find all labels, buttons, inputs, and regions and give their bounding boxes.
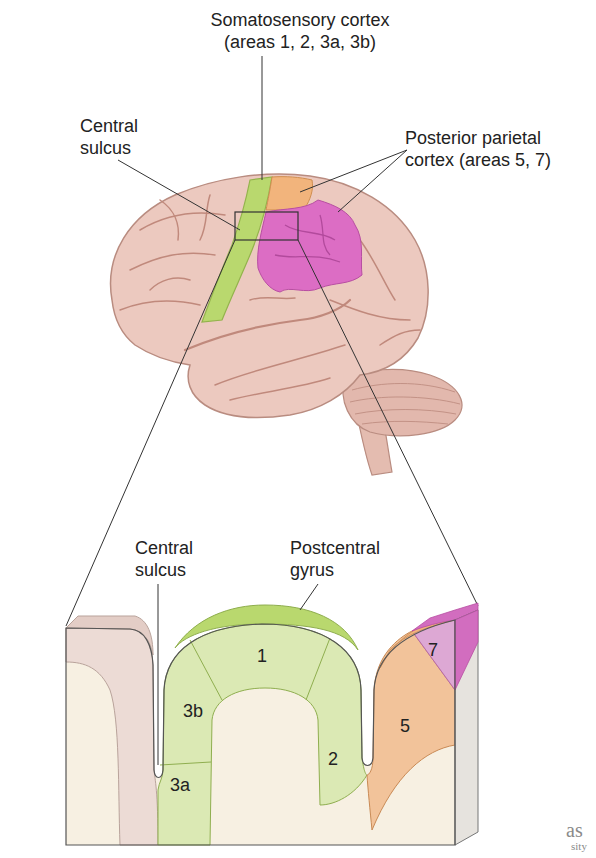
area-borders <box>160 638 330 765</box>
postcentral-cortex <box>158 624 367 845</box>
leader-line <box>262 56 263 180</box>
cerebellum <box>343 369 462 435</box>
sulcus-line <box>150 278 190 290</box>
sulcus-line <box>200 195 210 240</box>
gyrus-surface <box>175 605 358 650</box>
sulcus-line <box>380 330 420 345</box>
area-number: 3a <box>160 775 200 797</box>
area-border <box>190 640 222 700</box>
sulcus-line <box>360 240 395 300</box>
area-number: 2 <box>313 749 353 771</box>
sulcus-line <box>230 378 330 400</box>
structure-label: Postcentral gyrus <box>290 538 400 581</box>
sulcus-line <box>160 200 178 240</box>
block-side <box>455 610 478 845</box>
sulcus-line <box>140 213 225 230</box>
sulcus-line <box>330 300 410 320</box>
projection-line <box>66 240 235 626</box>
folium-line <box>350 397 460 404</box>
white-matter <box>66 620 455 845</box>
cerebellum-folia <box>350 384 460 425</box>
structure-label: Central sulcus <box>80 116 160 159</box>
region-label: Somatosensory cortex (areas 1, 2, 3a, 3b… <box>205 10 395 53</box>
area-number: 1 <box>242 646 282 668</box>
gyrus-surface <box>66 616 153 655</box>
leader-line <box>300 150 407 192</box>
sulcus-line <box>285 225 335 240</box>
zoom-box <box>235 212 298 240</box>
sulcus-line <box>250 298 295 300</box>
area-5-region <box>266 177 313 210</box>
leader-line <box>158 584 159 765</box>
leader-lines <box>118 56 407 765</box>
area-number: 7 <box>413 640 453 662</box>
area-7-gyri <box>275 215 340 262</box>
folium-line <box>362 421 448 424</box>
gyri-lines <box>120 195 420 400</box>
structure-label: Central sulcus <box>135 538 215 581</box>
area-7-region <box>258 200 362 292</box>
area-number: 3b <box>173 701 213 723</box>
area-border <box>160 762 211 765</box>
cerebrum <box>111 174 429 418</box>
precentral-cortex <box>66 628 158 845</box>
block-outline <box>66 620 455 845</box>
sulcus-line <box>320 215 330 255</box>
folium-line <box>355 410 456 415</box>
block-side-area-7 <box>455 610 478 690</box>
region-label: Posterior parietal cortex (areas 5, 7) <box>405 128 590 171</box>
area-number: 5 <box>385 716 425 738</box>
leader-line <box>338 150 407 212</box>
leader-line <box>118 160 240 230</box>
watermark: sity <box>571 840 596 853</box>
leader-line <box>300 584 318 610</box>
area-border <box>306 638 330 700</box>
watermark: as <box>566 818 594 842</box>
sulcus-line <box>130 253 215 270</box>
sulcus-line <box>120 301 200 310</box>
folium-line <box>352 384 455 393</box>
